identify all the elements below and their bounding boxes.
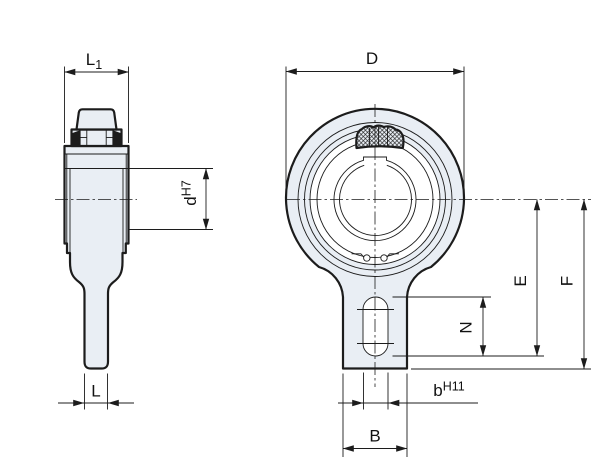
dimension-outer-d: D — [285, 49, 465, 196]
dimension-f: F — [411, 199, 591, 370]
dim-label-slot-width: bH11 — [433, 380, 465, 401]
dim-label-n: N — [457, 321, 476, 333]
dimension-bore-dh7: dH7 — [129, 168, 213, 230]
dimension-l1: L1 — [64, 50, 129, 143]
dim-label-l1: L1 — [86, 50, 102, 72]
set-screw-detail — [355, 124, 405, 150]
dim-label-foot: B — [369, 427, 380, 446]
dim-label-f: F — [558, 276, 577, 286]
dim-label-shaft: L — [91, 382, 100, 401]
dim-label-bore: dH7 — [180, 180, 201, 205]
side-view-body-silhouette — [63, 144, 130, 370]
dimension-foot-b: B — [342, 373, 408, 457]
dimension-e: E — [392, 199, 544, 357]
collar-cap — [75, 108, 118, 131]
dimension-slot-n: N — [392, 296, 491, 357]
dim-label-outer: D — [366, 49, 378, 68]
bore-chamfer-arc — [339, 164, 412, 236]
collar-set-screws — [71, 129, 122, 146]
collar-screw-detail — [351, 253, 399, 262]
front-view — [284, 104, 591, 387]
dim-label-e: E — [511, 275, 530, 286]
dimension-slot-bh11: bH11 — [338, 372, 478, 410]
mounting-slot — [357, 296, 394, 357]
side-view — [55, 108, 137, 370]
dimension-shaft-l: L — [58, 373, 134, 410]
side-view-detail-lines — [64, 153, 129, 253]
